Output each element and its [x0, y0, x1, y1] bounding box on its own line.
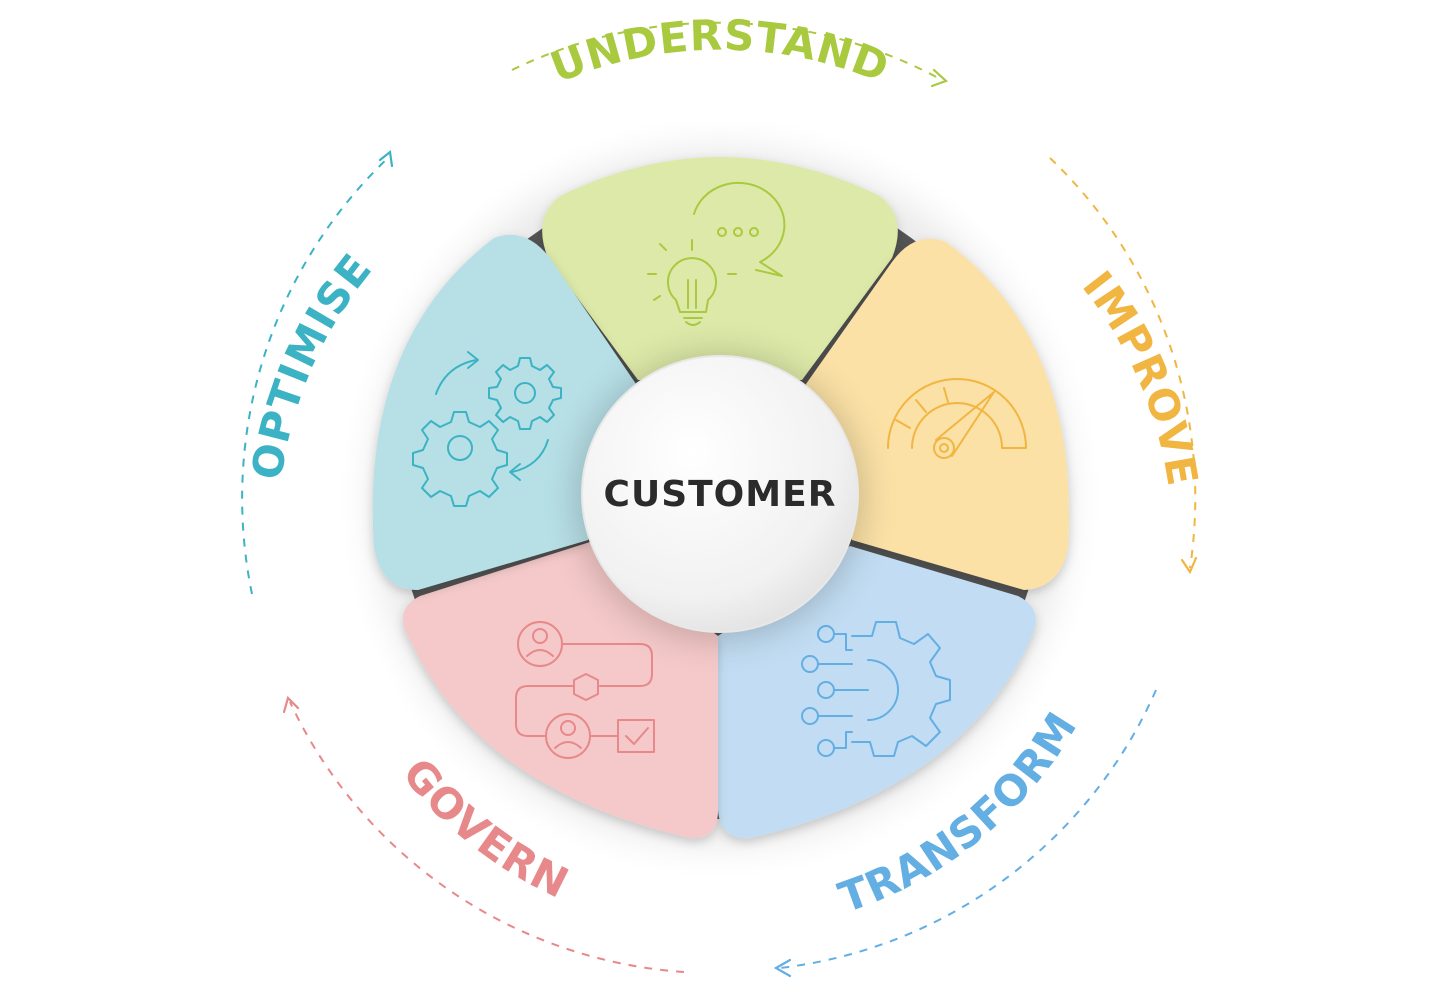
- lightbulb-speech-bubble-icon: [647, 181, 786, 326]
- label-optimise: OPTIMISE: [242, 244, 381, 483]
- arrow-understand-arc: [511, 21, 943, 81]
- gears-cycle-icon: [412, 351, 562, 507]
- arrowhead-transform: [773, 958, 792, 978]
- arrow-transform-arc: [779, 689, 1157, 969]
- segments: [372, 157, 1069, 839]
- segment-improve[interactable]: [806, 238, 1069, 590]
- arrowhead-improve: [1180, 556, 1198, 575]
- arrow-improve-arc: [1049, 157, 1197, 569]
- speedometer-gauge-icon: [887, 378, 1027, 459]
- user-workflow-checkbox-icon: [515, 621, 655, 759]
- segment-transform[interactable]: [718, 546, 1036, 839]
- center-label: CUSTOMER: [604, 474, 837, 515]
- arrowhead-understand: [930, 68, 949, 88]
- label-understand: UNDERSTAND: [544, 10, 896, 92]
- arrowhead-optimise: [378, 149, 394, 168]
- gear-circuit-icon: [801, 621, 951, 757]
- arrow-optimise-arc: [241, 155, 391, 595]
- segment-govern[interactable]: [402, 542, 718, 839]
- arrowheads: [282, 68, 1198, 978]
- label-improve: IMPROVE: [1073, 262, 1207, 490]
- arrow-govern-arc: [289, 701, 685, 973]
- segment-optimise[interactable]: [372, 234, 636, 590]
- arrowhead-govern: [282, 695, 300, 714]
- customer-hub[interactable]: [581, 355, 859, 633]
- segment-understand[interactable]: [542, 157, 898, 380]
- cycle-arrows: [241, 21, 1197, 973]
